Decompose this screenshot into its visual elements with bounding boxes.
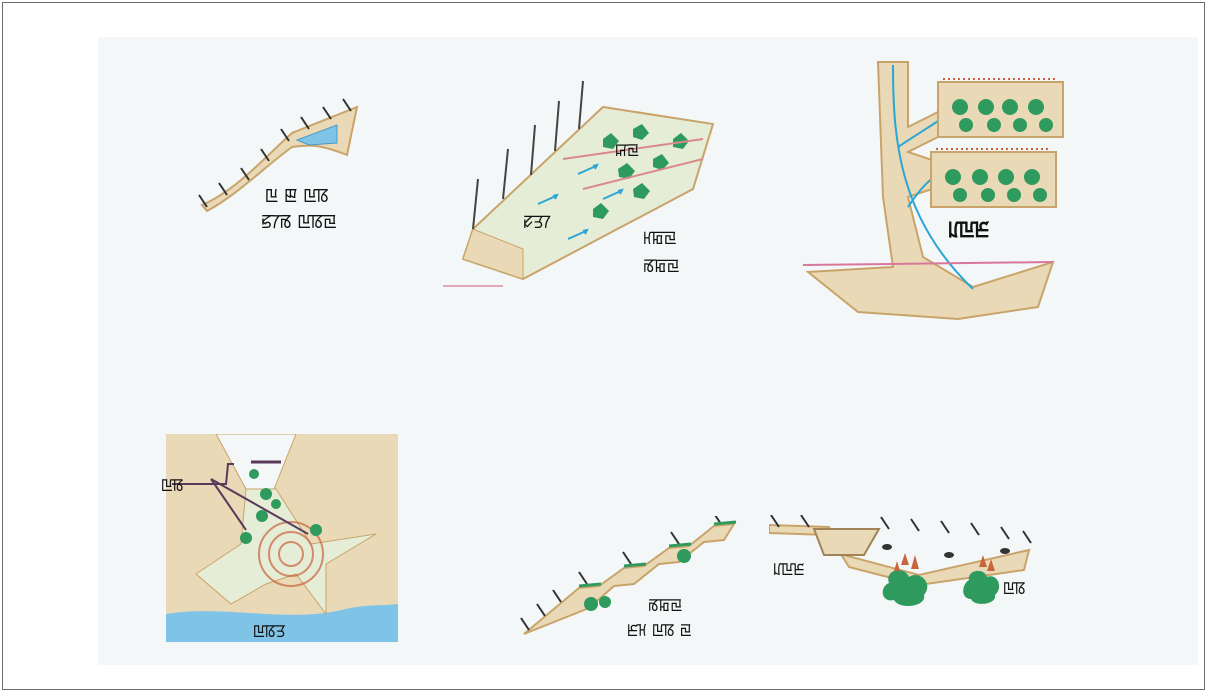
gully-terrace-figure (798, 57, 1068, 322)
label-section-left: ꡊꡖꡈ (773, 557, 805, 579)
label-map-bottom: ꡖꡋꡗ (253, 619, 286, 641)
label-slope-line1: ꡖ ꡣ ꡖꡋ (265, 183, 329, 207)
cross-section-figure (769, 515, 1039, 615)
label-section-right: ꡖꡋ (1003, 576, 1026, 598)
label-strip-center: ꡒꡙ (615, 138, 639, 160)
label-terrace-line2: ꡈꡘ ꡖꡋ ꡙ (627, 618, 692, 640)
label-map-arrow: ꡖꡋ (161, 473, 184, 495)
label-flow: ꡛꡗꡱ (523, 209, 551, 232)
label-terrace-line1: ꡏꡂꡙ (648, 593, 682, 615)
label-strip-right-line1: ꡘꡂꡙ (643, 225, 677, 248)
map-fan-figure (166, 434, 398, 642)
label-slope-line2: ꡝꡱꡏ ꡖꡋꡙ (261, 209, 337, 233)
vegetated-slope-figure (443, 79, 733, 289)
label-gully: ꡊꡖꡈ (948, 215, 990, 243)
label-strip-right-line2: ꡏꡂꡙ (643, 253, 680, 276)
